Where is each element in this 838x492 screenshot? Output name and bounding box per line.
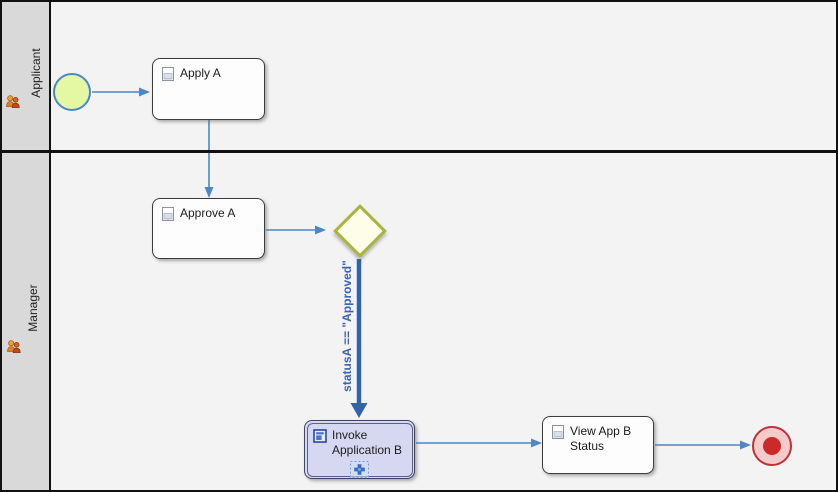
document-icon [161, 67, 175, 81]
flow-view-to-end[interactable] [655, 440, 751, 450]
document-icon [551, 425, 565, 439]
flow-start-to-apply[interactable] [92, 87, 150, 97]
end-event[interactable] [752, 426, 792, 466]
people-icon [6, 339, 22, 354]
end-event-core [763, 437, 781, 455]
task-approve-a[interactable]: Approve A [152, 198, 265, 259]
task-apply-a[interactable]: Apply A [152, 58, 265, 120]
flow-gateway-to-invoke[interactable] [350, 259, 368, 418]
start-event[interactable] [53, 73, 91, 111]
plus-subprocess-marker-icon[interactable] [350, 461, 369, 478]
people-icon [5, 94, 21, 109]
lane-divider [2, 150, 836, 153]
flow-apply-to-approve[interactable] [204, 120, 214, 198]
flow-approve-to-gateway[interactable] [266, 225, 326, 235]
task-label: Approve A [180, 206, 236, 220]
flow-condition-label: statusA == "Approved" [340, 260, 354, 392]
task-label: Apply A [180, 66, 221, 80]
flow-invoke-to-view[interactable] [416, 438, 542, 448]
task-view-app-b-status[interactable]: View App B Status [542, 416, 654, 474]
lane-header-column[interactable] [2, 2, 51, 490]
application-icon [313, 429, 327, 443]
document-icon [161, 207, 175, 221]
task-label: Invoke Application B [332, 428, 403, 457]
task-label: View App B Status [570, 424, 632, 453]
